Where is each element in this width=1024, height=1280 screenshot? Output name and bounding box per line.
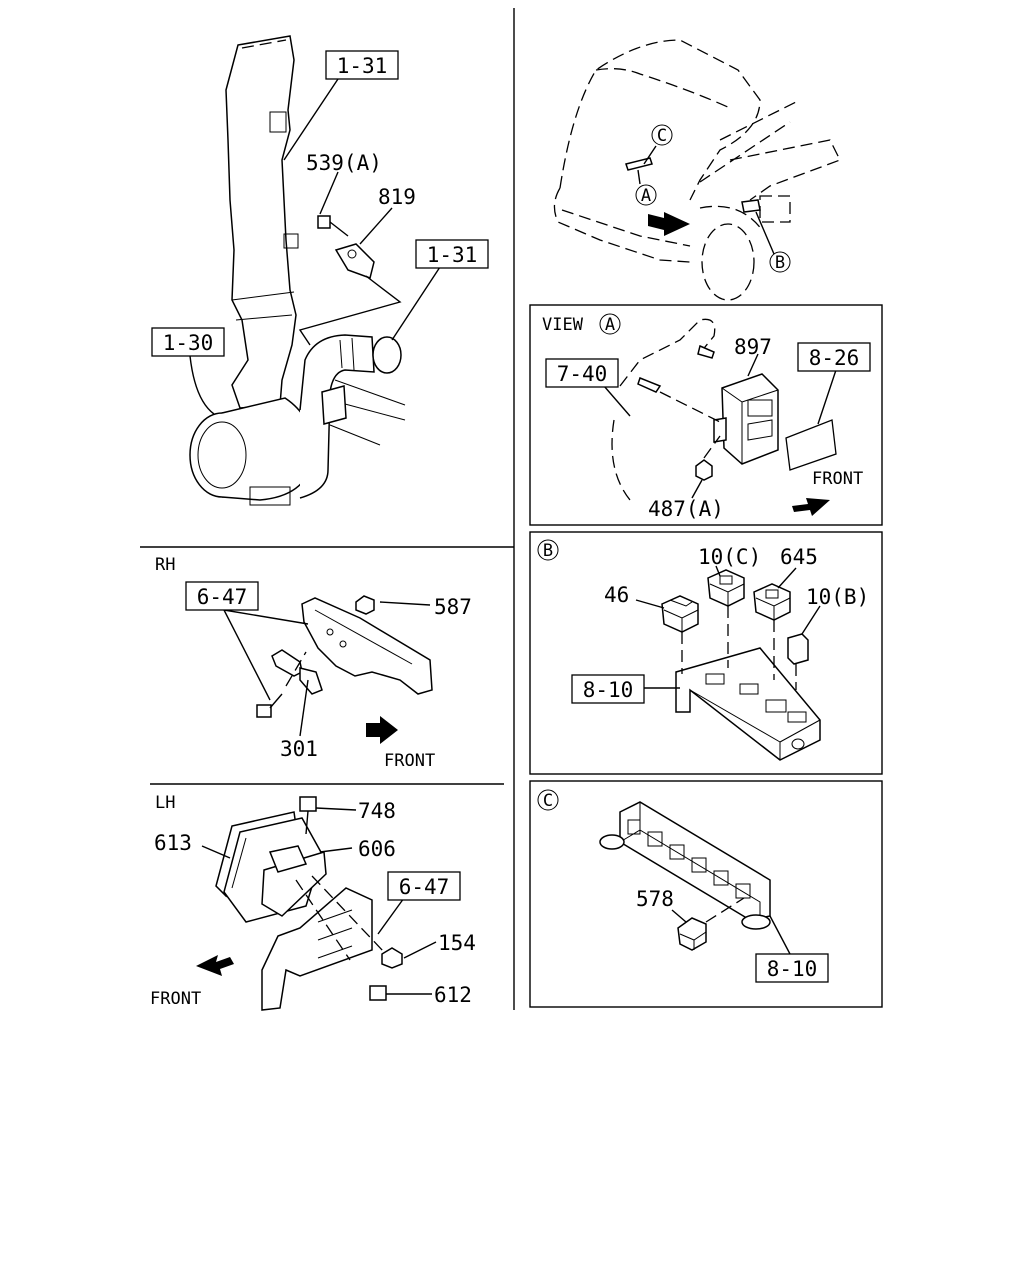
callout-487a: 487(A) [648,497,724,521]
relay-box-drawing [661,569,821,761]
bolt-539a-drawing [317,215,349,237]
callout-46: 46 [604,583,629,607]
svg-text:B: B [543,541,553,561]
callout-897: 897 [734,335,772,359]
rh-panel: RH 6-47 587 301 FRONT [155,555,472,771]
callout-1-31-upper: 1-31 [337,54,388,78]
callout-8-10-b: 8-10 [583,678,634,702]
callout-587: 587 [434,595,472,619]
svg-text:C: C [657,126,667,146]
callout-612: 612 [434,983,472,1007]
callout-819: 819 [378,185,416,209]
rh-front-label: FRONT [384,751,435,771]
cab-marker-c: C [651,124,673,146]
callout-539a: 539(A) [306,151,382,175]
callout-154: 154 [438,931,476,955]
callout-8-10-c: 8-10 [767,957,818,981]
view-a-title: VIEW [542,315,584,335]
detail-c-panel: C 578 8-10 [537,789,829,983]
view-a-panel: VIEW A 897 8 [542,313,871,521]
view-a-drawing [611,318,837,516]
callout-645: 645 [780,545,818,569]
cab-front-arrow-icon [648,212,690,236]
callout-1-31-lower: 1-31 [427,243,478,267]
detail-b-marker: B [537,539,559,561]
cab-panel: C A B [553,39,841,301]
view-a-marker: A [599,313,621,335]
cab-marker-a: A [635,184,657,206]
detail-b-panel: B [537,539,869,761]
rh-front-arrow-icon [366,716,398,744]
callout-1-30: 1-30 [163,331,214,355]
callout-606: 606 [358,837,396,861]
callout-7-40: 7-40 [557,362,608,386]
svg-text:A: A [641,186,651,206]
sensor-819-drawing [334,243,375,279]
callout-10c: 10(C) [698,545,761,569]
view-a-front-label: FRONT [812,469,863,489]
detail-c-marker: C [537,789,559,811]
lh-front-label: FRONT [150,989,201,1009]
intake-panel: 1-31 539(A) 819 1-31 1-30 [151,35,489,506]
svg-text:C: C [543,791,553,811]
cab-marker-b: B [769,251,791,273]
lh-panel: LH 748 [150,793,476,1011]
lh-panel-title: LH [155,793,175,813]
svg-text:B: B [775,253,785,273]
lh-front-arrow-icon [196,955,234,976]
view-a-front-arrow-icon [792,498,830,516]
callout-578: 578 [636,887,674,911]
lh-ecu-drawing [215,796,403,1011]
connector-block-drawing [599,801,771,951]
callout-301: 301 [280,737,318,761]
callout-613: 613 [154,831,192,855]
svg-text:A: A [605,315,615,335]
panel-dividers [140,8,883,1010]
callout-8-26: 8-26 [809,346,860,370]
callout-6-47-lh: 6-47 [399,875,450,899]
air-intake-duct-drawing [189,35,406,506]
callout-10b: 10(B) [806,585,869,609]
rh-panel-title: RH [155,555,175,575]
callout-748: 748 [358,799,396,823]
cab-drawing [553,39,841,301]
callout-6-47-rh: 6-47 [197,585,248,609]
rh-bracket-drawing [256,595,433,718]
